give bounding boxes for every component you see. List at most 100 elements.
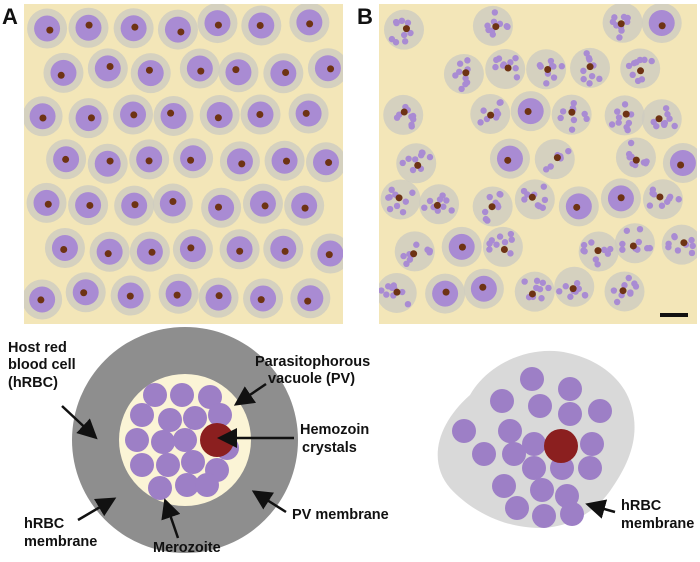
merozoite-dot [550, 63, 557, 70]
merozoite-dot [662, 105, 670, 112]
merozoite-circle [580, 432, 604, 456]
merozoite-circle [208, 403, 232, 427]
panel-label-a: A [2, 4, 18, 29]
hemozoin-dot [492, 23, 500, 31]
hemozoin-dot [281, 247, 289, 255]
parasite [225, 59, 252, 86]
hemozoin-dot [261, 202, 269, 210]
hemozoin-dot [594, 247, 602, 255]
merozoite-dot [658, 202, 666, 209]
hemozoin-dot [256, 22, 264, 30]
merozoite-dot [512, 65, 519, 72]
hemozoin-dot [283, 157, 291, 165]
merozoite-dot [512, 54, 519, 62]
ruptured-cell [463, 268, 504, 309]
infected-cell [219, 229, 260, 270]
hemozoin-dot [544, 66, 552, 74]
hemozoin-dot [400, 108, 408, 116]
ruptured-cell [554, 266, 595, 307]
hemozoin-dot [306, 20, 314, 28]
hemozoin-dot [104, 250, 112, 258]
infected-cell [243, 278, 284, 319]
infected-cell [263, 228, 304, 269]
ruptured-cell [514, 271, 555, 312]
merozoite-dot [456, 68, 463, 75]
micrograph-b-cells [379, 4, 697, 314]
merozoite-dot [540, 183, 548, 190]
merozoite-dot [481, 208, 489, 216]
hemozoin-dot [37, 296, 45, 304]
label-host-cell-line1: Host red [8, 340, 67, 356]
merozoite-dot [440, 203, 447, 210]
merozoite-dot [619, 240, 626, 248]
ruptured-cell [641, 99, 682, 140]
merozoite-circle [528, 394, 552, 418]
hemozoin-crystal-right [544, 429, 578, 463]
hemozoin-dot [44, 200, 52, 208]
ruptured-cell [383, 9, 424, 50]
merozoite-dot [507, 59, 514, 66]
hemozoin-dot [327, 65, 335, 73]
hemozoin-dot [569, 285, 577, 293]
merozoite-dot [493, 241, 500, 248]
merozoite-circle [498, 419, 522, 443]
ruptured-cell [662, 143, 697, 183]
merozoite-dot [413, 241, 420, 248]
merozoite-dot [458, 85, 465, 93]
label-pv-membrane: PV membrane [292, 507, 389, 523]
hemozoin-dot [282, 69, 290, 77]
hemozoin-dot [87, 114, 95, 122]
hemozoin-dot [126, 292, 134, 300]
ruptured-cell [602, 4, 643, 43]
merozoite-dot [538, 295, 545, 302]
ruptured-cell [661, 224, 697, 265]
merozoite-dot [507, 250, 514, 257]
ruptured-cell [642, 179, 683, 220]
merozoite-dot [493, 108, 500, 115]
merozoite-dot [568, 126, 576, 133]
merozoite-circle [492, 474, 516, 498]
hemozoin-dot [637, 67, 645, 75]
merozoite-dot [547, 57, 555, 65]
hemozoin-dot [301, 204, 309, 212]
merozoite-dot [393, 202, 401, 210]
merozoite-dot [627, 111, 635, 118]
hemozoin-dot [145, 66, 153, 74]
merozoite-dot [632, 283, 640, 290]
merozoite-dot [421, 204, 428, 211]
ruptured-cell [396, 143, 437, 184]
merozoite-dot [567, 293, 574, 300]
infected-cell [89, 231, 130, 272]
merozoite-dot [543, 80, 550, 87]
merozoite-dot [615, 119, 622, 126]
merozoite-dot [588, 72, 596, 80]
merozoite-dot [443, 197, 450, 204]
merozoite-dot [409, 189, 416, 196]
infected-cell [26, 182, 67, 223]
merozoite-dot [619, 246, 626, 253]
merozoite-dot [625, 274, 632, 282]
merozoite-dot [424, 246, 431, 253]
infected-cell [114, 185, 155, 226]
merozoite-dot [634, 77, 642, 85]
merozoite-dot [625, 62, 633, 70]
infected-cell [290, 278, 331, 319]
merozoite-dot [570, 116, 578, 124]
merozoite-cluster-left [125, 383, 239, 500]
ruptured-cell [394, 231, 435, 272]
merozoite-circle [522, 432, 546, 456]
merozoite-circle [158, 408, 182, 432]
infected-cell [46, 139, 87, 180]
merozoite-dot [583, 115, 590, 123]
merozoite-dot [688, 236, 695, 244]
label-hrbc-membrane-left-line2: membrane [24, 534, 97, 550]
infected-cell [44, 227, 85, 268]
merozoite-circle [143, 383, 167, 407]
merozoite-dot [665, 240, 672, 247]
micrograph-b [379, 4, 697, 324]
merozoite-dot [613, 298, 621, 306]
ruptured-cell [570, 47, 611, 88]
infected-cell [172, 229, 213, 270]
parasite [297, 285, 324, 312]
